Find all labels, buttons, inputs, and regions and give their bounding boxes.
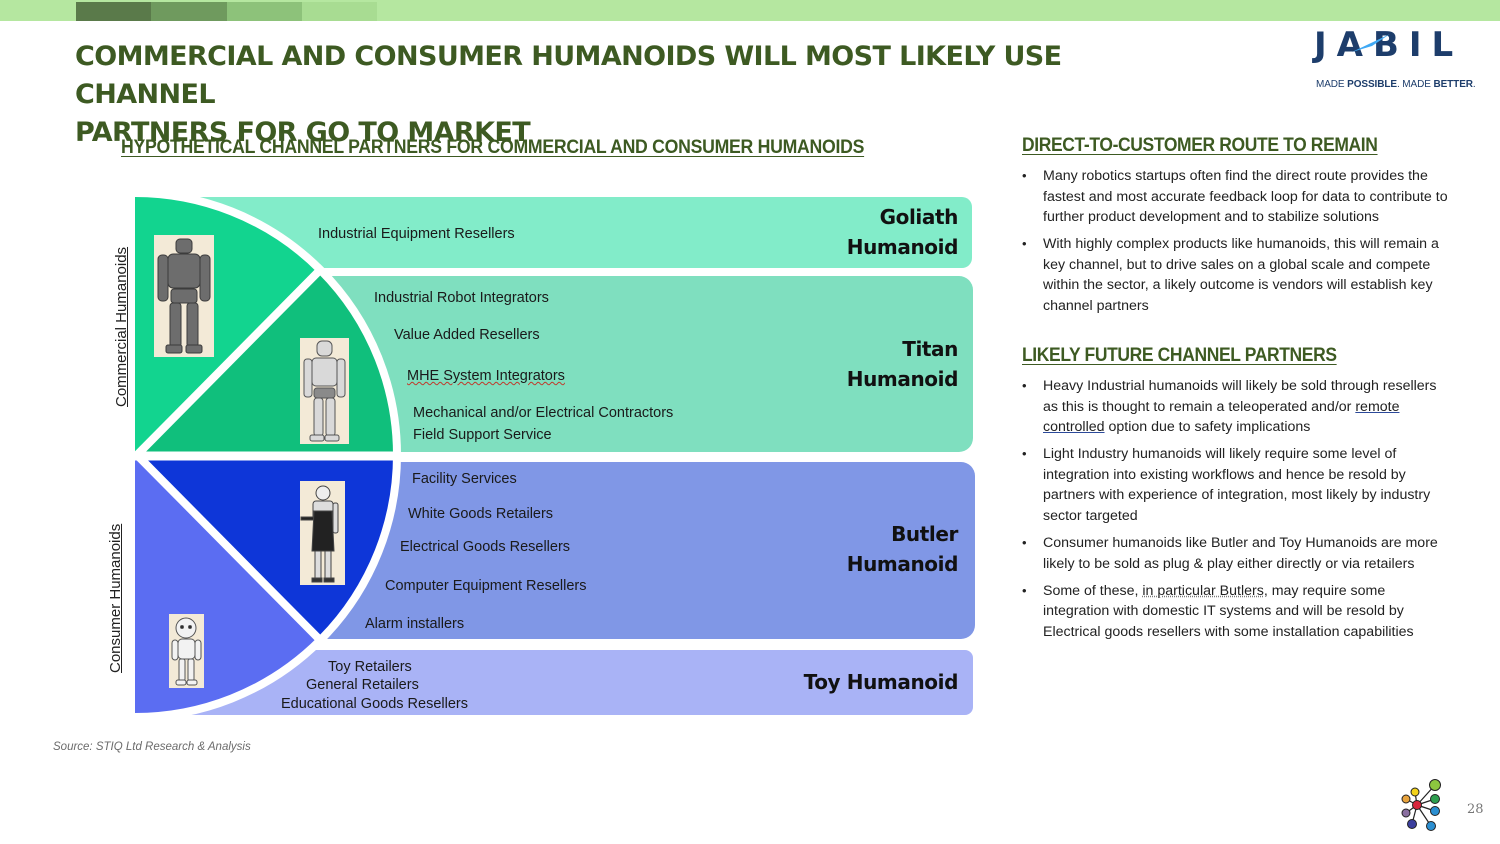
future-partners-bullets: Heavy Industrial humanoids will likely b…: [1022, 376, 1452, 649]
partner-item: Educational Goods Resellers: [281, 696, 468, 712]
bullet-item: Some of these, in particular Butlers, ma…: [1022, 581, 1452, 643]
toy-humanoid-label: Toy Humanoid: [803, 670, 959, 694]
partner-item: White Goods Retailers: [408, 506, 554, 522]
titan-robot-image: [300, 338, 349, 444]
partner-item: Industrial Robot Integrators: [374, 290, 549, 306]
band-toy: [140, 650, 973, 715]
color-bar-segment: [151, 2, 227, 21]
color-bar-segment: [76, 2, 151, 21]
partner-item: MHE System Integrators: [407, 368, 565, 384]
source-note: Source: STIQ Ltd Research & Analysis: [53, 741, 251, 753]
slide-title: COMMERCIAL AND CONSUMER HUMANOIDS WILL M…: [75, 38, 1195, 152]
butler-robot-image: [300, 481, 345, 585]
logo-wordmark: JABIL: [1312, 25, 1463, 64]
bullet-item: Heavy Industrial humanoids will likely b…: [1022, 376, 1452, 438]
partner-item: Computer Equipment Resellers: [385, 578, 587, 594]
band-goliath: [140, 197, 972, 268]
logo-swoosh-icon: [1352, 34, 1390, 52]
remote-controlled-link[interactable]: remote controlled: [1043, 398, 1400, 436]
page-number: 28: [1467, 802, 1484, 817]
toy-robot-icon: [171, 617, 202, 686]
slide-title-line-1: COMMERCIAL AND CONSUMER HUMANOIDS WILL M…: [75, 41, 1062, 110]
channel-partner-diagram: [135, 192, 975, 717]
color-bar-segment: [227, 2, 302, 21]
molecule-network-icon: [1401, 779, 1441, 831]
top-color-bar: [0, 0, 1500, 21]
bullet-item: With highly complex products like humano…: [1022, 234, 1452, 316]
partner-item: Alarm installers: [365, 616, 465, 632]
partner-item: Mechanical and/or Electrical Contractors: [413, 405, 674, 421]
color-bar-segment: [302, 2, 377, 21]
partner-item: Toy Retailers: [328, 659, 412, 675]
direct-route-bullets: Many robotics startups often find the di…: [1022, 166, 1452, 323]
partner-item: Facility Services: [412, 471, 517, 487]
partner-item: General Retailers: [306, 677, 419, 693]
humanoid-robot-icon: [303, 340, 346, 442]
jabil-logo: JABIL: [1312, 25, 1463, 64]
section-heading-direct: DIRECT-TO-CUSTOMER ROUTE TO REMAIN: [1022, 135, 1378, 156]
section-heading-future: LIKELY FUTURE CHANNEL PARTNERS: [1022, 345, 1337, 366]
bullet-item: Many robotics startups often find the di…: [1022, 166, 1452, 228]
commercial-humanoids-label: Commercial Humanoids: [113, 246, 130, 407]
consumer-humanoids-label: Consumer Humanoids: [107, 523, 124, 673]
slide-title-line-2: PARTNERS FOR GO TO MARKET: [75, 117, 531, 148]
bullet-item: Consumer humanoids like Butler and Toy H…: [1022, 533, 1452, 574]
goliath-robot-image: [154, 235, 214, 357]
partner-item: Electrical Goods Resellers: [400, 539, 571, 555]
partner-item: Industrial Equipment Resellers: [318, 226, 515, 242]
brand-tagline: MADE POSSIBLE. MADE BETTER.: [1316, 79, 1476, 90]
partner-item: Value Added Resellers: [394, 327, 540, 343]
butler-robot-icon: [300, 485, 339, 583]
toy-robot-image: [169, 614, 204, 688]
diagram-title: HYPOTHETICAL CHANNEL PARTNERS FOR COMMER…: [121, 137, 865, 158]
partner-item: Field Support Service: [413, 427, 552, 443]
bullet-item: Light Industry humanoids will likely req…: [1022, 444, 1452, 526]
heavy-robot-icon: [157, 238, 211, 354]
